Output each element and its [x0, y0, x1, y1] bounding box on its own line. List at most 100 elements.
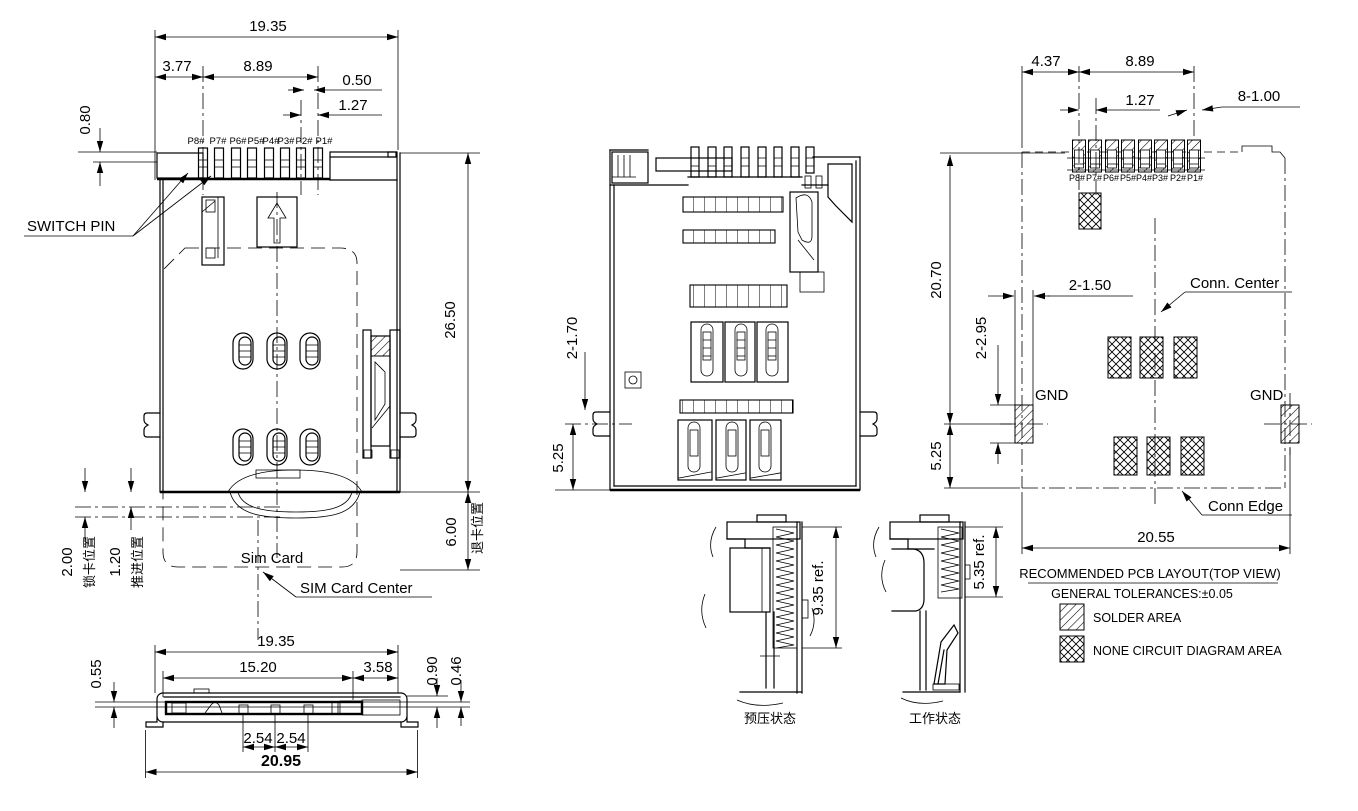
- pad-label: P8#: [1069, 173, 1085, 183]
- keepout-area: [1107, 336, 1132, 379]
- legend-tolerance: GENERAL TOLERANCES:±0.05: [1051, 587, 1233, 601]
- preload-state-label: 预压状态: [744, 711, 796, 726]
- dim-section-pin-drop: 0.46: [448, 656, 465, 685]
- top-view-body: [592, 146, 878, 492]
- dim-pcb-body-length: 20.70: [928, 261, 945, 299]
- keepout-area: [1180, 436, 1205, 476]
- pad-label: P1#: [1187, 173, 1203, 183]
- keepout-area: [1173, 336, 1198, 379]
- pin-label: P2#: [296, 136, 314, 147]
- dim-top-edge-offset: 5.25: [550, 443, 567, 472]
- front-right-latch: [362, 329, 401, 459]
- pin-label: P5#: [248, 136, 266, 147]
- dim-front-pin-width: 0.50: [342, 72, 371, 89]
- right-foot: [400, 716, 419, 728]
- dim-front-pin-offset: 3.77: [162, 58, 191, 75]
- dim-preload-height: 9.35 ref.: [810, 560, 827, 615]
- keepout-area: [1139, 336, 1164, 379]
- keepout-area-swatch: [1059, 635, 1085, 663]
- keepout-area: [1078, 192, 1102, 230]
- dim-front-lock-travel: 2.00: [59, 547, 76, 576]
- gnd-label-right: GND: [1250, 387, 1284, 404]
- pad-label: P3#: [1152, 173, 1168, 183]
- dim-pcb-gnd-height: 2-2.95: [973, 317, 990, 360]
- spring-coil: [775, 528, 795, 649]
- right-notch: [399, 412, 417, 438]
- front-view: 19.35 3.77 8.89 0.50 1.27 0.80 P8# P7# P…: [24, 18, 485, 640]
- dim-section-overall-span: 20.95: [261, 753, 301, 770]
- section-view: 19.35 15.20 3.58 0.55 0.90 0.46 2.5: [88, 633, 470, 778]
- dim-pcb-pad-span: 8.89: [1125, 53, 1154, 70]
- legend-none-circuit: NONE CIRCUIT DIAGRAM AREA: [1093, 644, 1282, 658]
- spring-coil: [940, 528, 960, 593]
- keepout-area: [1146, 436, 1171, 476]
- dim-section-pitch-a: 2.54: [243, 730, 272, 747]
- pad-label: P4#: [1136, 173, 1152, 183]
- dim-front-pin-height: 0.80: [77, 105, 94, 134]
- working-state-label: 工作状态: [909, 711, 961, 726]
- break-lines: [873, 526, 944, 704]
- pin-label: P1#: [316, 136, 334, 147]
- switch-pin-label: SWITCH PIN: [27, 218, 115, 235]
- left-notch: [143, 412, 161, 438]
- pad-label: P7#: [1086, 173, 1102, 183]
- dim-front-push-travel: 1.20: [107, 547, 124, 576]
- sim-card-label: Sim Card: [241, 550, 304, 567]
- dim-pcb-edge-to-pad: 4.37: [1031, 53, 1060, 70]
- contact-claw: [933, 623, 959, 685]
- pad-label: P6#: [1103, 173, 1119, 183]
- pin-label: P7#: [210, 136, 228, 147]
- dim-section-foot: 0.90: [424, 656, 441, 685]
- dim-section-pitch-b: 2.54: [276, 730, 305, 747]
- legend: RECOMMENDED PCB LAYOUT(TOP VIEW) GENERAL…: [1019, 566, 1282, 663]
- dim-front-overall-width: 19.35: [249, 18, 287, 35]
- legend-solder: SOLDER AREA: [1093, 611, 1182, 625]
- pin-label: P6#: [230, 136, 248, 147]
- front-pins: [197, 147, 324, 179]
- insert-arrow-icon: [267, 202, 287, 244]
- pcb-layout-view: P8# P7# P6# P5# P4# P3# P2# P1# GND GND …: [928, 53, 1312, 554]
- left-foot: [145, 716, 164, 728]
- dim-front-pin-pitch: 1.27: [338, 97, 367, 114]
- dim-pcb-pad-pitch: 1.27: [1125, 92, 1154, 109]
- state-view-working: 5.35 ref. 工作状态: [873, 514, 1003, 726]
- legend-title: RECOMMENDED PCB LAYOUT(TOP VIEW): [1019, 566, 1280, 581]
- sim-card-center-label: SIM Card Center: [300, 580, 413, 597]
- dim-working-height: 5.35 ref.: [971, 534, 988, 589]
- dim-front-body-length: 26.50: [442, 301, 459, 339]
- lock-position-label: 锁卡位置: [82, 536, 97, 588]
- pad-label: P5#: [1120, 173, 1136, 183]
- top-right-notch: [859, 411, 878, 437]
- dim-pcb-pad-width: 8-1.00: [1238, 88, 1281, 105]
- eject-position-label: 退卡位置: [470, 502, 485, 554]
- dim-section-overall-width: 19.35: [257, 633, 295, 650]
- dim-pcb-gnd-width: 2-1.50: [1069, 277, 1112, 294]
- push-position-label: 推进位置: [130, 536, 145, 588]
- pin-label: P4#: [263, 136, 281, 147]
- dim-pcb-overall-width: 20.55: [1137, 529, 1175, 546]
- contact-ovals: [232, 332, 321, 466]
- state-view-preload: 9.35 ref. 预压状态: [701, 514, 842, 726]
- gnd-label-left: GND: [1035, 387, 1069, 404]
- top-view: 2-1.70 5.25: [550, 146, 878, 492]
- pin-label: P3#: [278, 136, 296, 147]
- contact-slots-row1: [690, 321, 789, 383]
- conn-center-label: Conn. Center: [1190, 275, 1279, 292]
- top-view-pins: [690, 146, 815, 178]
- solder-pads: [1072, 139, 1201, 173]
- break-lines: [701, 526, 815, 706]
- dim-section-lip: 0.55: [88, 659, 105, 688]
- pad-label: P2#: [1170, 173, 1186, 183]
- pin-label: P8#: [188, 136, 206, 147]
- dim-front-eject-travel: 6.00: [443, 517, 460, 546]
- contact-slots-row2: [677, 419, 782, 481]
- keepout-area: [1113, 436, 1138, 476]
- dim-pcb-edge-offset: 5.25: [928, 441, 945, 470]
- conn-edge-label: Conn Edge: [1208, 498, 1283, 515]
- section-body: [95, 688, 470, 728]
- dim-section-inner-width: 15.20: [239, 659, 277, 676]
- solder-area-swatch: [1059, 603, 1085, 631]
- sim-card-outline: [162, 247, 358, 568]
